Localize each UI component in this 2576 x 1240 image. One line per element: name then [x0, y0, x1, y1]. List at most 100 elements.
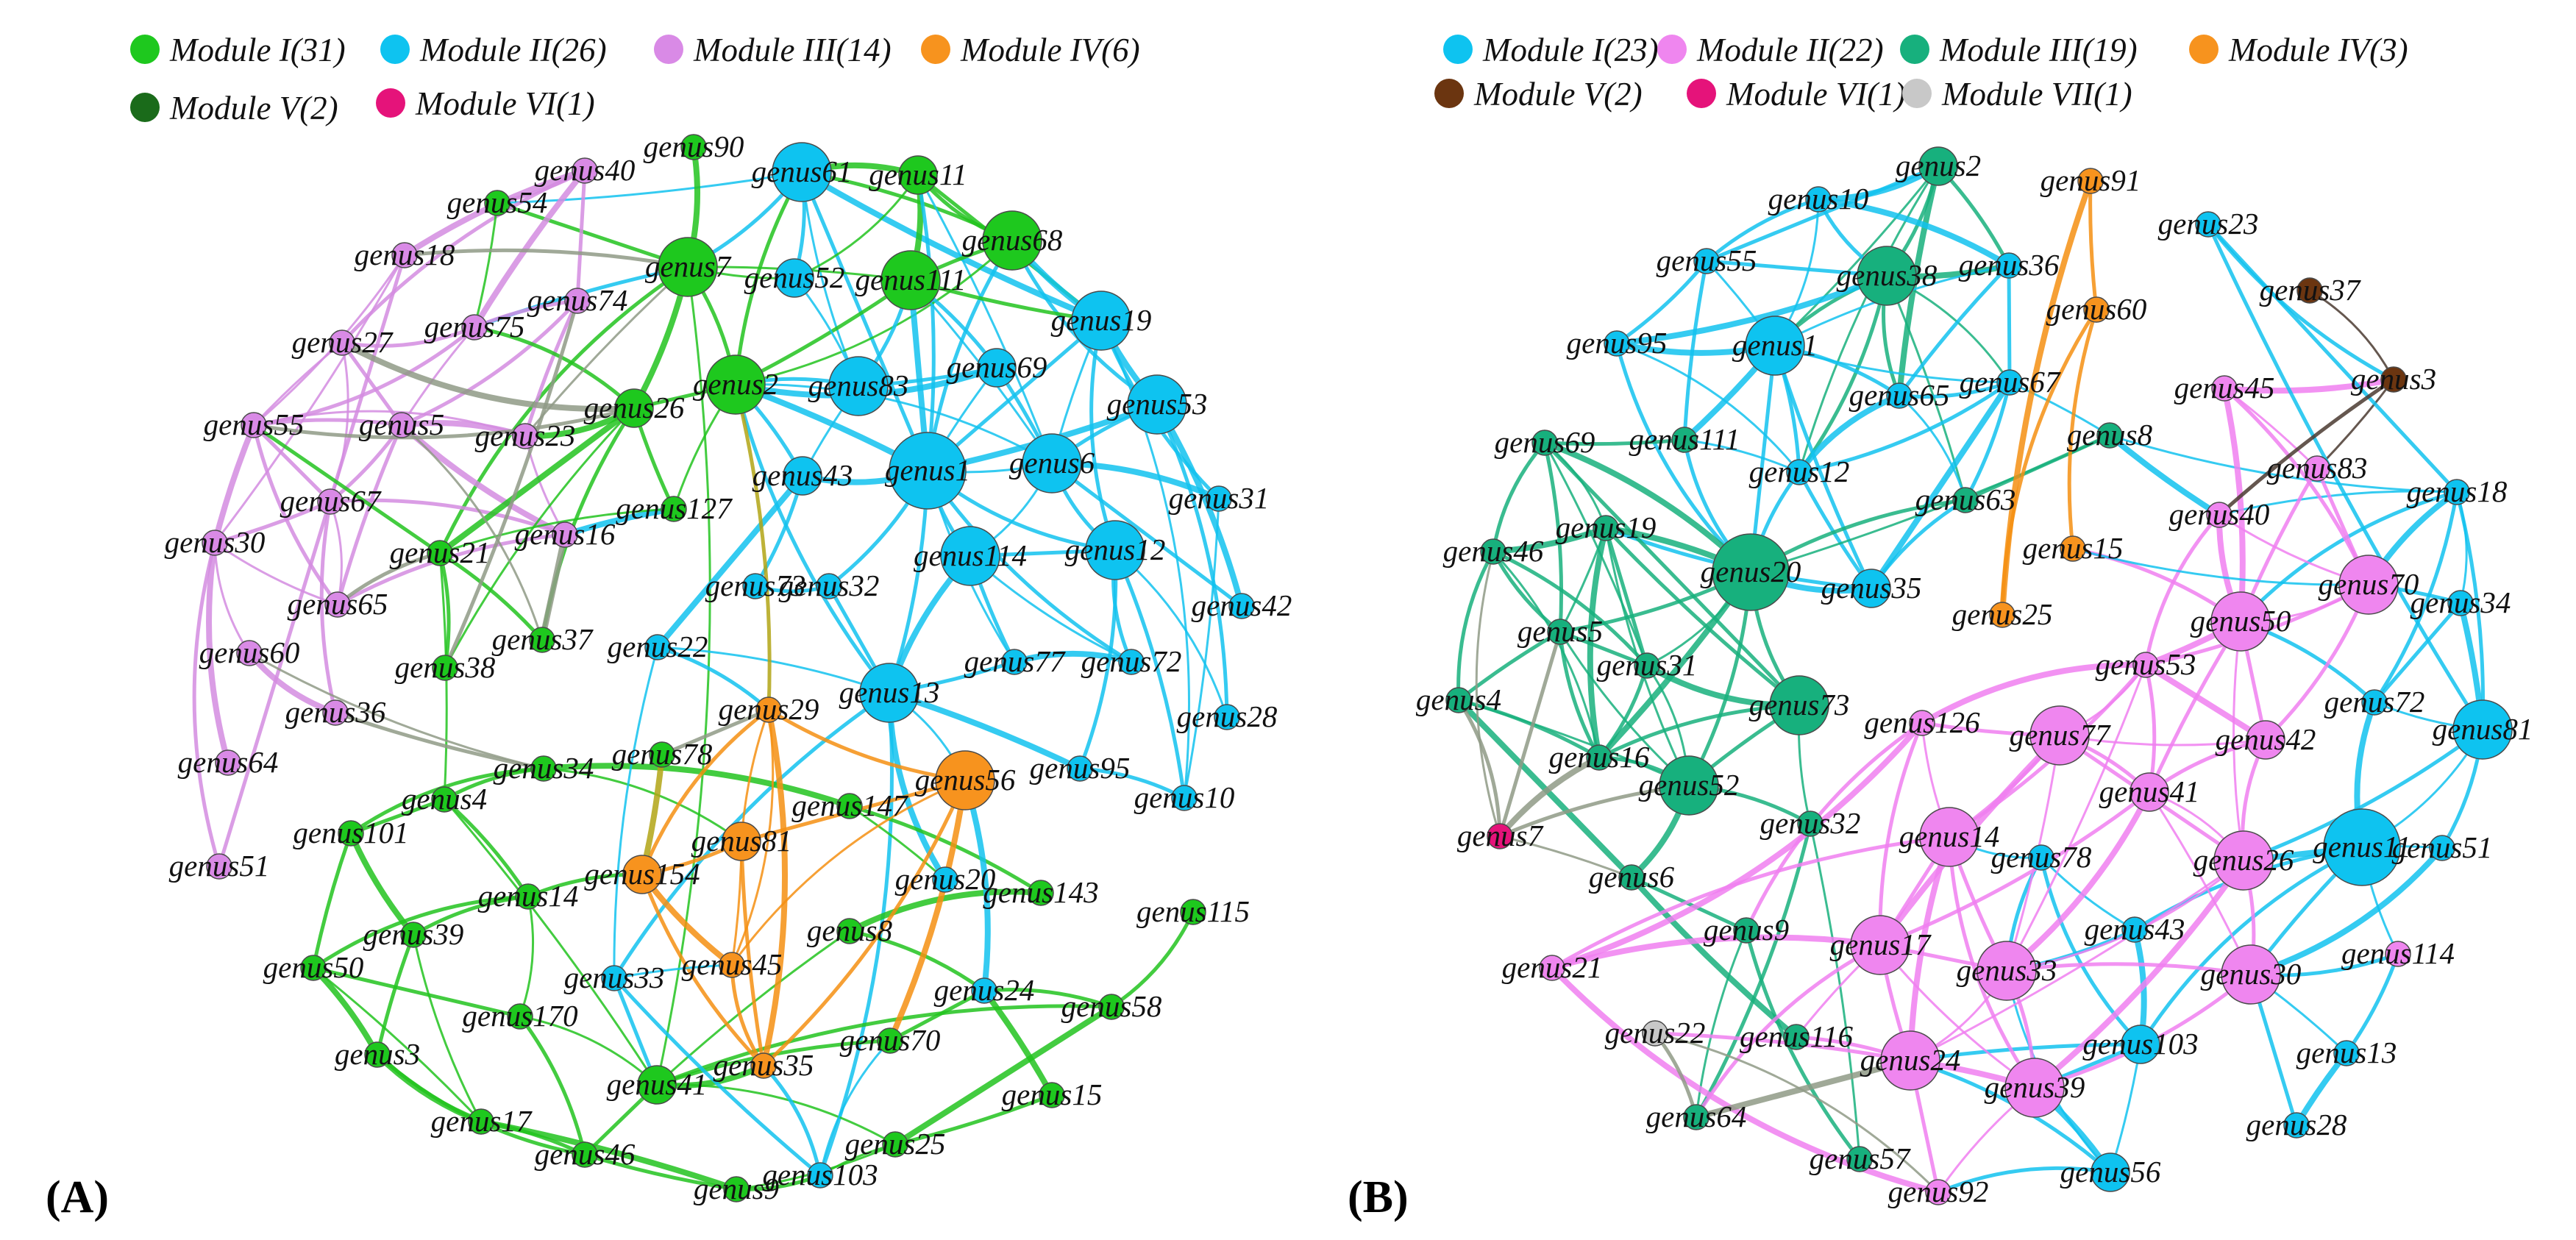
- network-node: [898, 155, 938, 195]
- network-edge: [375, 933, 416, 1057]
- network-edge: [2088, 179, 2099, 312]
- network-node: [1180, 899, 1206, 925]
- network-edge: [473, 202, 499, 329]
- node-label: genus3: [335, 1037, 420, 1071]
- node-label: genus40: [2169, 497, 2270, 531]
- node-label: genus33: [564, 961, 665, 994]
- network-node: [2096, 422, 2123, 449]
- node-label: genus9: [694, 1172, 779, 1205]
- network-edge: [819, 1039, 892, 1177]
- network-edge: [1113, 548, 1186, 800]
- node-label: genus90: [644, 129, 744, 163]
- node-label: genus64: [178, 745, 279, 779]
- network-edge: [793, 174, 919, 279]
- network-edge: [206, 540, 231, 766]
- network-node: [828, 356, 889, 416]
- network-node: [622, 855, 662, 894]
- network-edge: [1475, 550, 1501, 838]
- node-label: genus53: [2096, 647, 2196, 681]
- network-edge: [252, 406, 636, 440]
- network-edge: [655, 1038, 892, 1087]
- node-label: genus11: [2313, 830, 2411, 863]
- network-edge: [2007, 263, 2012, 385]
- node-label: genus126: [1864, 705, 1980, 739]
- node-label: genus32: [1760, 806, 1861, 840]
- node-label: genus18: [355, 238, 455, 271]
- node-label: genus28: [1177, 699, 1278, 733]
- network-edge: [655, 930, 851, 1086]
- network-node: [661, 496, 687, 522]
- network-edge: [1815, 196, 2012, 268]
- network-edge: [2107, 432, 2222, 518]
- network-edge: [478, 1119, 739, 1192]
- network-edge: [981, 988, 1055, 1098]
- network-edge: [1604, 526, 1801, 708]
- node-label: genus111: [855, 263, 966, 296]
- network-edge: [519, 895, 535, 1018]
- network-node: [338, 820, 364, 847]
- network-edge: [2223, 387, 2319, 470]
- network-node: [388, 412, 415, 438]
- network-node: [1487, 823, 1513, 849]
- network-node: [2004, 1058, 2065, 1118]
- network-edge: [213, 254, 406, 544]
- network-edge: [1543, 438, 1687, 446]
- node-label: genus2: [693, 367, 778, 401]
- network-node: [1593, 515, 1619, 541]
- network-edge: [1456, 630, 1562, 702]
- network-node: [2130, 772, 2169, 812]
- node-label: genus42: [1192, 588, 1292, 622]
- network-edge: [1490, 525, 1609, 555]
- network-node: [2029, 705, 2090, 766]
- node-label: genus26: [2193, 843, 2294, 877]
- node-label: genus19: [1556, 510, 1657, 544]
- network-node: [391, 242, 418, 268]
- node-label: genus9: [1704, 913, 1789, 947]
- network-edge: [2221, 385, 2246, 624]
- node-label: genus17: [431, 1104, 533, 1138]
- network-edge: [1936, 1166, 2113, 1194]
- network-node: [2132, 652, 2159, 678]
- node-label: genus103: [2082, 1027, 2198, 1061]
- node-label: genus51: [169, 849, 270, 883]
- node-label: genus12: [1749, 455, 1850, 488]
- network-node: [468, 1108, 494, 1135]
- network-node: [552, 521, 578, 548]
- node-label: genus35: [1821, 571, 1922, 605]
- node-label: genus26: [584, 391, 685, 424]
- node-label: genus92: [1888, 1175, 1989, 1208]
- network-node: [755, 696, 782, 723]
- network-edge: [1683, 438, 1801, 474]
- network-edge: [2241, 727, 2485, 863]
- network-edge: [2206, 222, 2485, 732]
- network-edge: [496, 171, 803, 204]
- legend-entry-label: Module VII(1): [1941, 76, 2132, 113]
- network-node: [1712, 533, 1790, 611]
- network-node: [836, 793, 863, 819]
- network-edge: [893, 1093, 1054, 1147]
- network-node: [859, 663, 919, 723]
- network-node: [1127, 374, 1187, 435]
- node-label: genus4: [402, 782, 487, 816]
- network-edge: [1704, 197, 1821, 263]
- node-label: genus83: [2267, 451, 2368, 485]
- network-node: [750, 1052, 777, 1079]
- node-label: genus14: [478, 879, 579, 913]
- panel-a-nodes: [202, 134, 1255, 1202]
- network-node: [889, 432, 967, 510]
- network-edge: [523, 299, 580, 438]
- network-node: [1022, 433, 1082, 493]
- node-label: genus81: [2433, 712, 2533, 746]
- network-node: [1786, 459, 1812, 485]
- network-node: [644, 634, 671, 660]
- node-label: genus81: [691, 824, 792, 858]
- node-label: genus115: [1136, 894, 1250, 928]
- network-edge: [655, 645, 771, 712]
- node-label: genus40: [535, 153, 636, 187]
- network-node: [1996, 252, 2022, 279]
- network-edge: [2008, 381, 2111, 437]
- node-label: genus25: [845, 1127, 946, 1161]
- network-node: [322, 699, 349, 726]
- legend-swatch: [1900, 35, 1929, 64]
- network-node: [982, 210, 1042, 271]
